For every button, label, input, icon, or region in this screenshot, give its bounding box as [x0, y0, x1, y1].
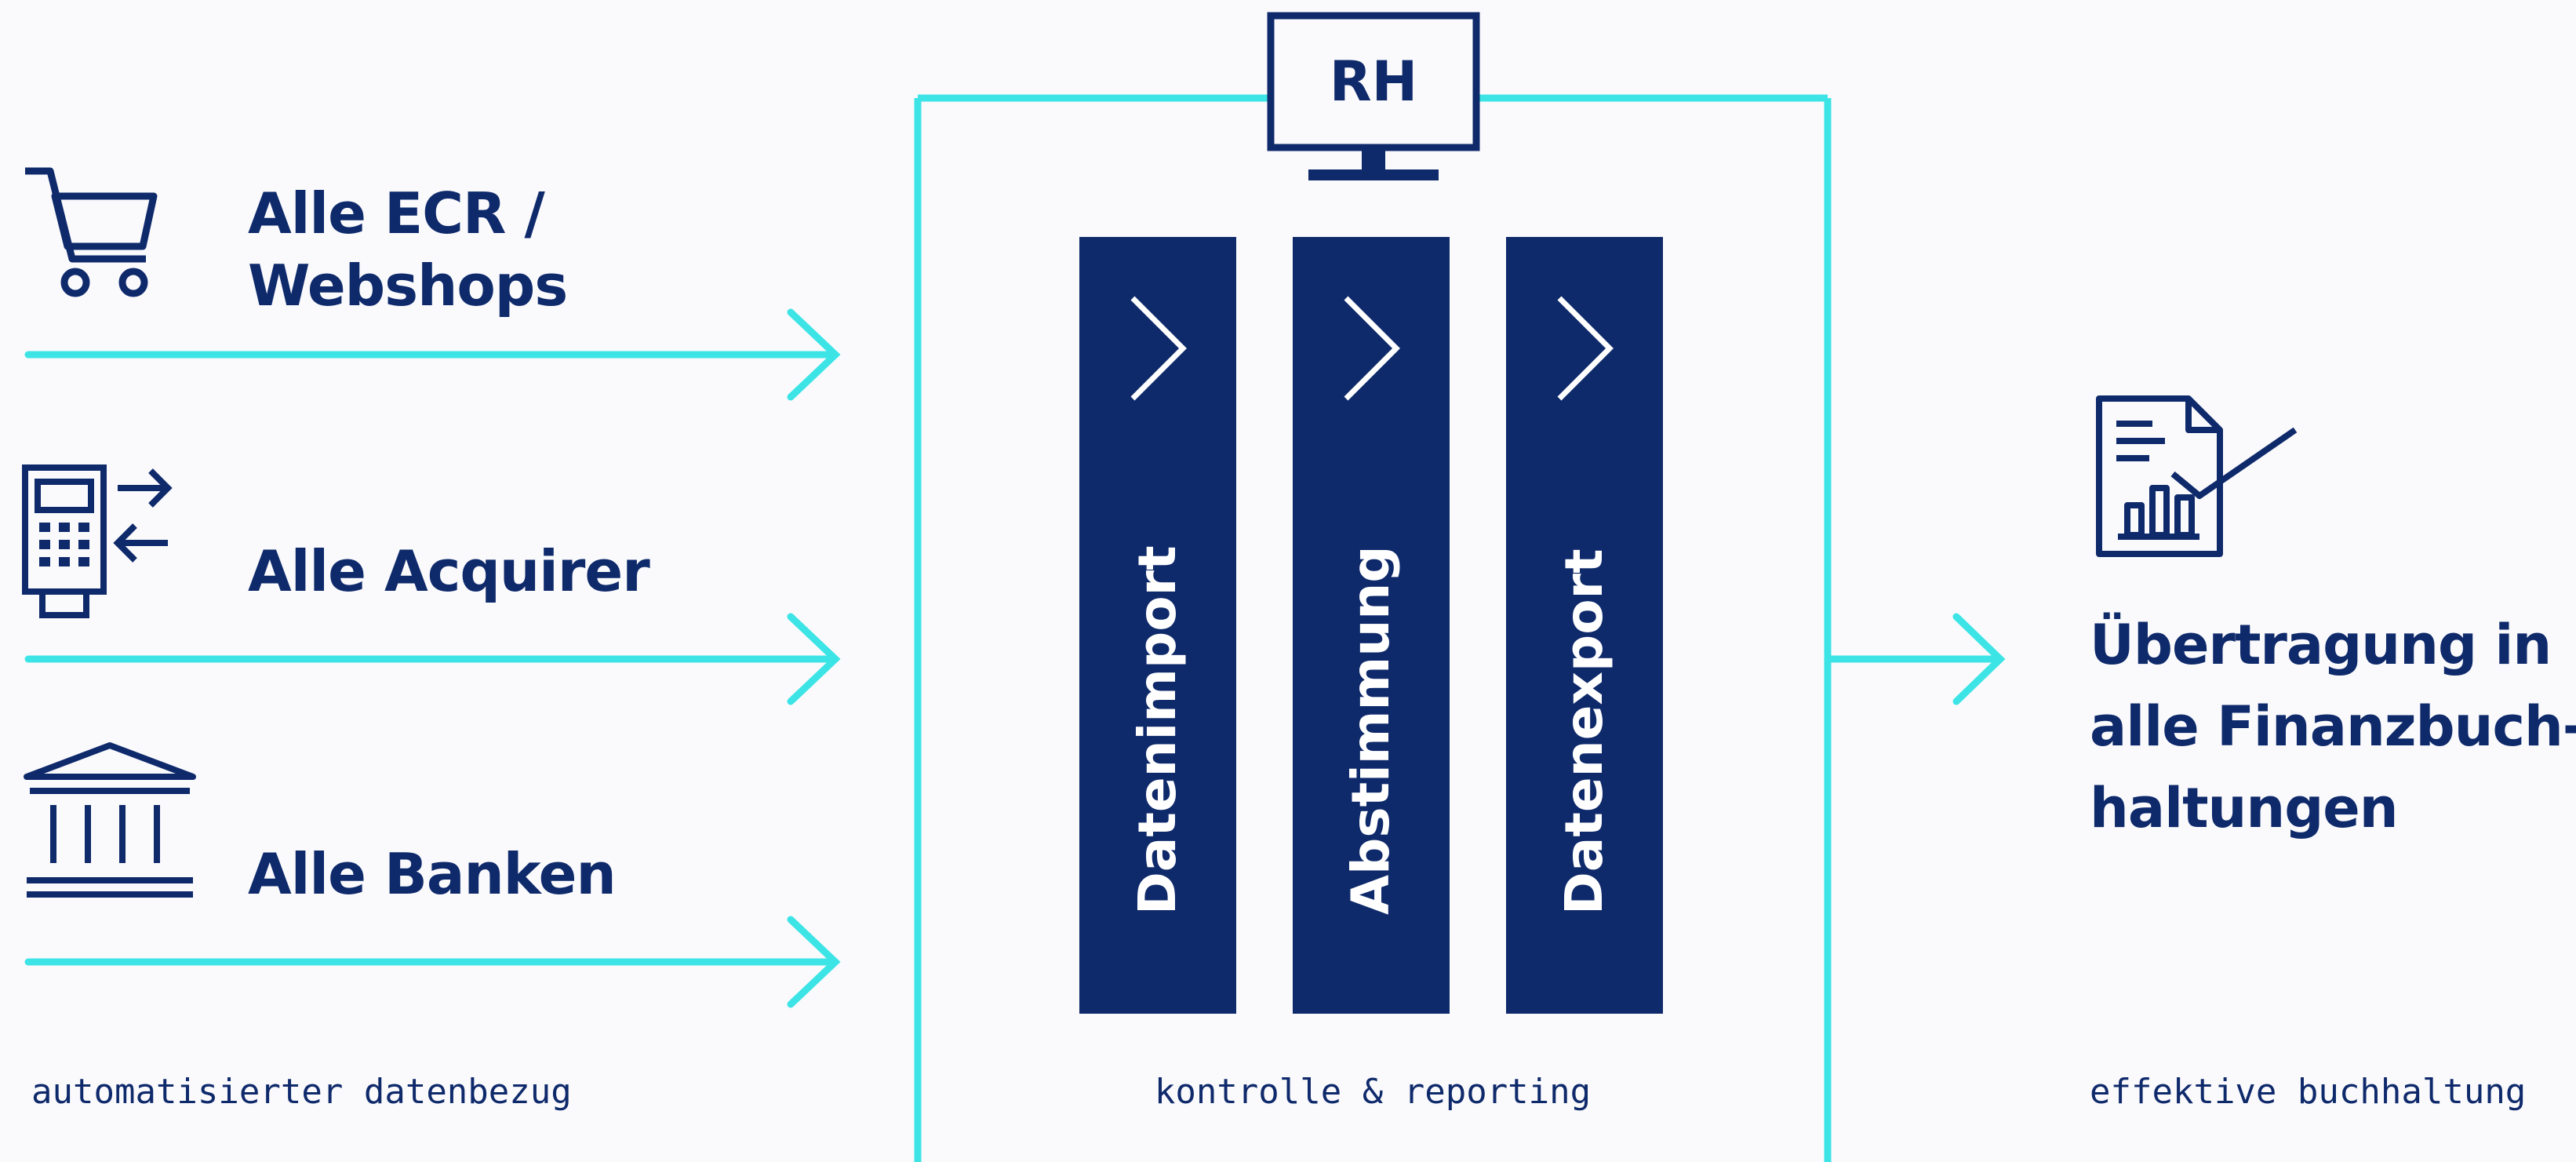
source-label-banks-line-1: Alle Banken: [248, 841, 617, 907]
arrow-ecr: [24, 308, 841, 401]
caption-left: automatisierter datenbezug: [31, 1072, 572, 1112]
column-title-abstimmung: Abstimmung: [1341, 545, 1401, 915]
shopping-cart-icon: [25, 167, 158, 297]
source-label-ecr: Alle ECR / Webshops: [248, 177, 568, 322]
source-label-ecr-line-2: Webshops: [248, 253, 568, 319]
monitor-icon: [1267, 12, 1480, 180]
output-label-line-2: alle Finanzbuch-: [2090, 694, 2576, 759]
output-label-line-3: haltungen: [2090, 776, 2399, 840]
column-title-datenimport: Datenimport: [1127, 545, 1188, 915]
monitor-label: RH: [1329, 49, 1418, 114]
source-label-acquirer-line-1: Alle Acquirer: [248, 538, 650, 604]
column-datenexport: Datenexport: [1506, 237, 1663, 1014]
column-title-datenexport: Datenexport: [1554, 548, 1614, 915]
column-datenimport: Datenimport: [1079, 237, 1236, 1014]
output-label-line-1: Übertragung in: [2090, 613, 2552, 677]
source-label-acquirer: Alle Acquirer: [248, 535, 650, 607]
output-label: Übertragung in alle Finanzbuch- haltunge…: [2090, 604, 2576, 849]
arrow-output: [1827, 613, 2006, 705]
chevron-right-icon: [1557, 296, 1614, 401]
column-abstimmung: Abstimmung: [1293, 237, 1450, 1014]
chevron-right-icon: [1344, 296, 1400, 401]
source-label-ecr-line-1: Alle ECR /: [248, 180, 545, 246]
caption-center: kontrolle & reporting: [1154, 1072, 1592, 1112]
caption-right: effektive buchhaltung: [2090, 1072, 2527, 1112]
source-label-banks: Alle Banken: [248, 838, 617, 910]
document-chart-checkmark-icon: [2096, 395, 2298, 557]
arrow-acquirer: [24, 613, 841, 705]
bank-icon: [24, 742, 196, 898]
chevron-right-icon: [1130, 296, 1187, 401]
payment-terminal-icon: [22, 464, 173, 618]
arrow-banks: [24, 916, 841, 1008]
